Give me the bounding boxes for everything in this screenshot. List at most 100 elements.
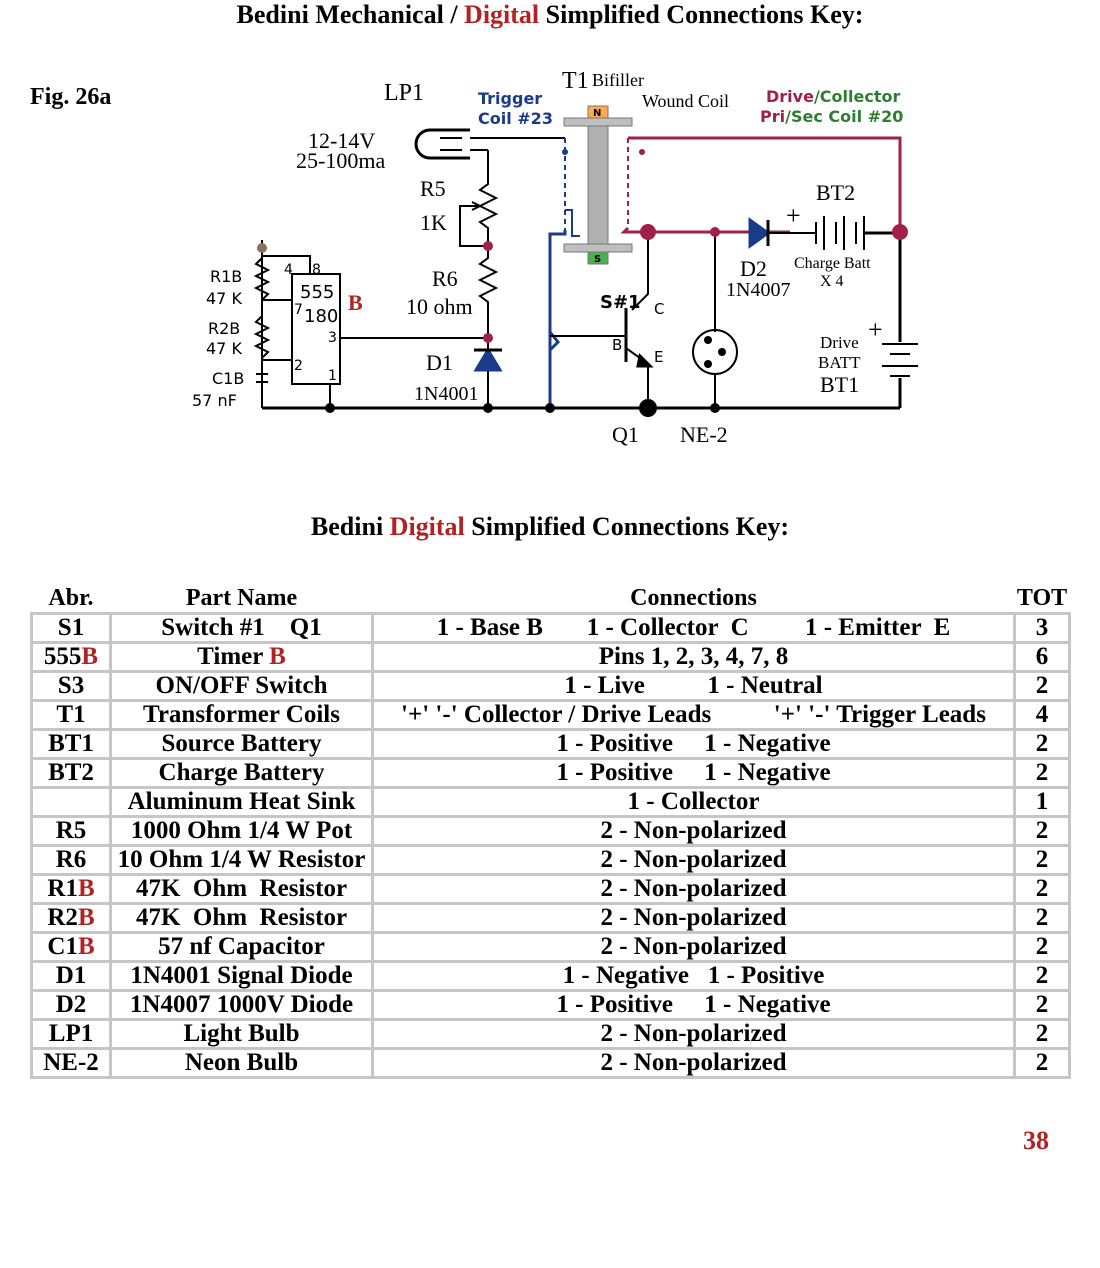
- circuit-schematic: LP1 12-14V 25-100ma Trigger Coil #23 T1 …: [192, 68, 918, 447]
- cell-total: 2: [1013, 844, 1071, 876]
- cell-connections-text: '+' '-' Collector / Drive Leads '+' '-' …: [401, 701, 986, 728]
- d1-value-label: 1N4001: [414, 383, 478, 405]
- table-title: Bedini Digital Simplified Connections Ke…: [0, 512, 1100, 542]
- cell-abbr: BT1: [30, 728, 112, 760]
- cell-total-text: 2: [1035, 875, 1049, 902]
- cell-abbr-text: T1: [56, 701, 86, 728]
- cell-abbr-text: S3: [57, 672, 85, 699]
- cell-part-name-text: Charge Battery: [158, 759, 325, 786]
- table-header-row: Abr. Part Name Connections TOT: [32, 578, 1070, 614]
- d2-label: D2: [740, 256, 767, 281]
- r1b-label: R1B: [210, 267, 242, 286]
- table-row: BT2 Charge Battery 1 - Positive 1 - Negati…: [30, 757, 1071, 789]
- cell-total: 2: [1013, 989, 1071, 1021]
- r5-label: R5: [420, 176, 446, 201]
- cell-total-text: 2: [1035, 817, 1049, 844]
- cell-abbr: R6: [30, 844, 112, 876]
- cell-part-name-text: Aluminum Heat Sink: [127, 788, 356, 815]
- cell-abbr: R1B: [30, 873, 112, 905]
- cell-abbr-suffix: B: [77, 933, 95, 960]
- cell-total-text: 6: [1035, 643, 1049, 670]
- table-row: D1 1N4001 Signal Diode 1 - Negative 1 - Po…: [30, 960, 1071, 992]
- cell-abbr: R5: [30, 815, 112, 847]
- table-title-highlight: Digital: [389, 512, 465, 541]
- cell-part-name: Switch #1 Q1: [109, 612, 374, 644]
- cell-abbr: D2: [30, 989, 112, 1021]
- cell-total: 2: [1013, 757, 1071, 789]
- cell-connections: 1 - Negative 1 - Positive: [371, 960, 1016, 992]
- bt1-label: BT1: [820, 372, 859, 397]
- title-prefix: Bedini Mechanical /: [236, 0, 465, 29]
- cell-connections-text: 2 - Non-polarized: [600, 875, 787, 902]
- cell-connections-text: 2 - Non-polarized: [600, 904, 787, 931]
- t1-bifiller-label: Bifiller: [592, 70, 644, 90]
- cell-total-text: 4: [1035, 701, 1049, 728]
- lp1-current-label: 25-100ma: [296, 148, 385, 173]
- trigger-coil-label-1: Trigger: [478, 89, 542, 108]
- cell-abbr-suffix: B: [81, 643, 99, 670]
- cell-abbr-text: D1: [55, 962, 87, 989]
- cell-connections-text: 1 - Negative 1 - Positive: [562, 962, 825, 989]
- pri-word: Pri: [760, 107, 785, 126]
- cell-total-text: 2: [1035, 1049, 1049, 1076]
- cell-abbr-text: BT2: [48, 759, 94, 786]
- pin-c-label: C: [654, 300, 664, 318]
- core-south-label: S: [594, 254, 601, 265]
- cell-total: 2: [1013, 670, 1071, 702]
- cell-abbr-text: S1: [57, 614, 85, 641]
- cell-total-text: 2: [1035, 672, 1049, 699]
- cell-part-name-text: 1N4001 Signal Diode: [130, 962, 353, 989]
- lp1-label: LP1: [384, 80, 424, 106]
- charge-batt-label: Charge Batt: [794, 255, 871, 272]
- cell-abbr: [30, 786, 112, 818]
- cell-total: 2: [1013, 873, 1071, 905]
- cell-connections-text: Pins 1, 2, 3, 4, 7, 8: [598, 643, 789, 670]
- cell-abbr-text: LP1: [48, 1020, 94, 1047]
- cell-connections: 1 - Live 1 - Neutral: [371, 670, 1016, 702]
- cell-part-name-text: Light Bulb: [183, 1020, 300, 1047]
- cell-total-text: 2: [1035, 730, 1049, 757]
- table-title-suffix: Simplified Connections Key:: [464, 512, 790, 541]
- cell-connections: 1 - Base B 1 - Collector C 1 - Emitter E: [371, 612, 1016, 644]
- title-suffix: Simplified Connections Key:: [539, 0, 864, 29]
- cell-total: 2: [1013, 931, 1071, 963]
- cell-total-text: 2: [1035, 991, 1049, 1018]
- switch-s1-label: S#1: [600, 292, 641, 313]
- cell-connections-text: 2 - Non-polarized: [600, 817, 787, 844]
- cell-part-name-text: Switch #1 Q1: [161, 614, 322, 641]
- cell-part-name: 47K Ohm Resistor: [109, 902, 374, 934]
- grand-total: 38: [1023, 1126, 1049, 1155]
- cell-abbr-suffix: B: [77, 875, 95, 902]
- bt1-plus-label: +: [868, 315, 883, 344]
- cell-abbr: S3: [30, 670, 112, 702]
- cell-connections-text: 1 - Live 1 - Neutral: [564, 672, 823, 699]
- pin-3-label: 3: [328, 330, 337, 346]
- cell-abbr-text: R1: [47, 875, 78, 902]
- cell-connections-text: 1 - Positive 1 - Negative: [556, 759, 831, 786]
- d1-label: D1: [426, 350, 453, 375]
- cell-part-name: 1000 Ohm 1/4 W Pot: [109, 815, 374, 847]
- header-connections: Connections: [630, 585, 757, 611]
- pin-4-label: 4: [284, 262, 293, 278]
- cell-abbr-text: BT1: [48, 730, 94, 757]
- header-part-name: Part Name: [185, 585, 298, 611]
- cell-part-name: Charge Battery: [109, 757, 374, 789]
- cell-connections-text: 1 - Base B 1 - Collector C 1 - Emitter E: [436, 614, 951, 641]
- cell-connections: '+' '-' Collector / Drive Leads '+' '-' …: [371, 699, 1016, 731]
- cell-connections-text: 1 - Positive 1 - Negative: [556, 730, 831, 757]
- cell-part-name-text: Neon Bulb: [184, 1049, 299, 1076]
- table-body: S1 Switch #1 Q1 1 - Base B 1 - Collector C…: [30, 612, 1071, 1079]
- ne2-label: NE-2: [680, 422, 728, 447]
- cell-total-text: 1: [1035, 788, 1049, 815]
- r1b-value-label: 47 K: [206, 289, 242, 308]
- cell-connections: 2 - Non-polarized: [371, 873, 1016, 905]
- t1-wound-coil-label: Wound Coil: [642, 91, 729, 111]
- cell-abbr: 555B: [30, 641, 112, 673]
- cell-abbr-text: NE-2: [43, 1049, 99, 1076]
